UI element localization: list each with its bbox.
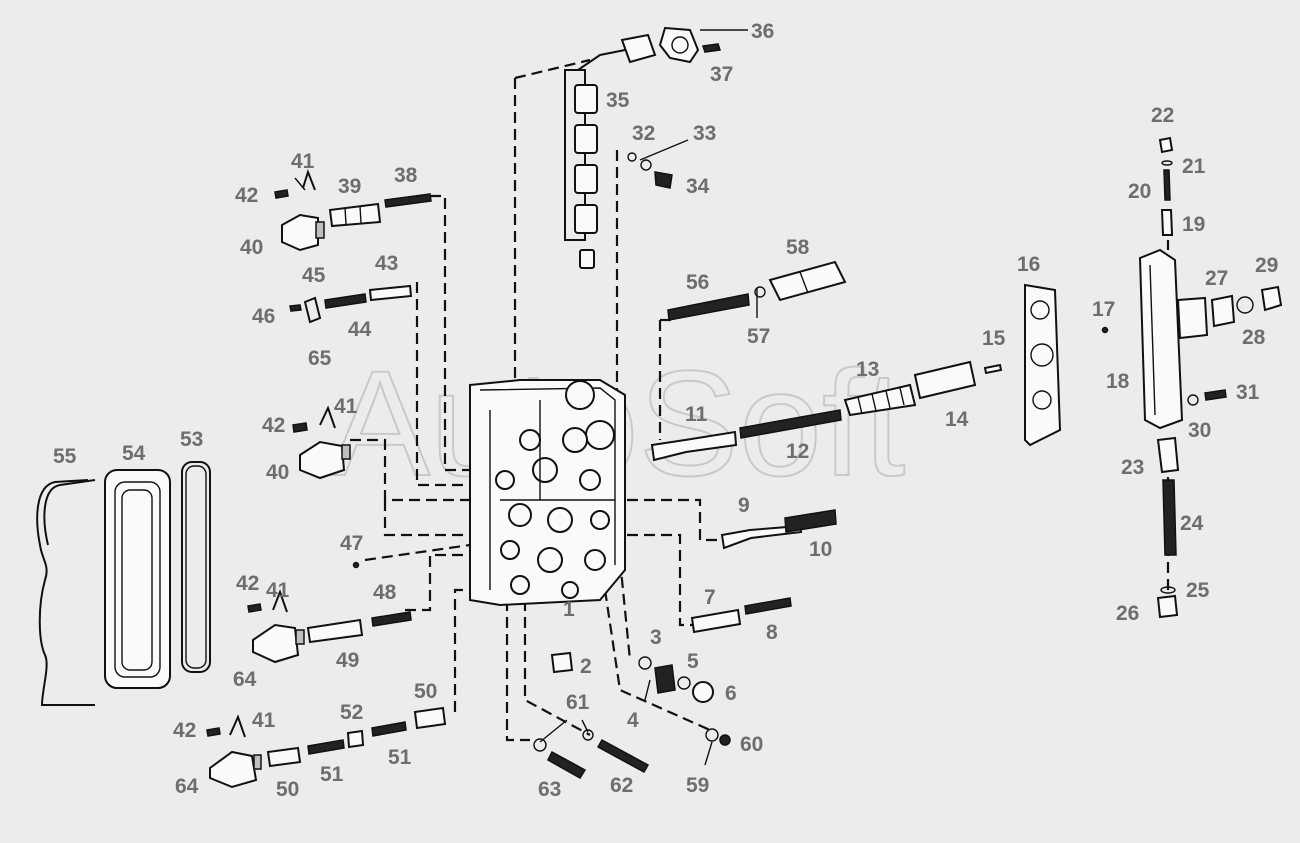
part-label: 13 (856, 358, 879, 381)
part-label: 41 (252, 709, 276, 732)
part-label: 51 (320, 763, 344, 786)
part-label: 18 (1106, 370, 1130, 393)
part-label: 42 (236, 572, 259, 595)
part-label: 15 (982, 327, 1006, 350)
part-label: 1 (563, 598, 575, 621)
part-label: 5 (687, 650, 699, 673)
part-label: 22 (1151, 104, 1174, 127)
part-label: 36 (751, 20, 774, 43)
part-label: 64 (233, 668, 257, 691)
wiring-harness (564, 26, 721, 269)
part-label: 29 (1255, 254, 1278, 277)
solenoid-group-upper (274, 168, 432, 252)
part-label: 41 (334, 395, 358, 418)
part-label: 17 (1092, 298, 1115, 321)
part-label: 51 (388, 746, 412, 769)
part-label: 39 (338, 175, 361, 198)
part-label: 27 (1205, 267, 1228, 290)
part-labels: 36 37 35 32 33 34 41 42 39 38 40 45 43 4… (53, 20, 1278, 801)
part-label: 52 (340, 701, 363, 724)
part-label: 61 (566, 691, 590, 714)
part-label: 46 (252, 305, 275, 328)
part-label: 23 (1121, 456, 1144, 479)
solenoid-group-middle (292, 405, 351, 480)
part-label: 60 (740, 733, 763, 756)
part-label: 9 (738, 494, 750, 517)
part-label: 32 (632, 122, 655, 145)
part-label: 6 (725, 682, 737, 705)
part-label: 41 (266, 579, 290, 602)
part-label: 10 (809, 538, 832, 561)
parts-43-46 (289, 284, 413, 324)
part-label: 16 (1017, 253, 1040, 276)
part-label: 7 (704, 586, 716, 609)
part-label: 55 (53, 445, 77, 468)
part-label: 34 (686, 175, 710, 198)
part-label: 35 (606, 89, 630, 112)
part-label: 40 (266, 461, 289, 484)
part-label: 8 (766, 621, 778, 644)
parts-2-6 (533, 651, 731, 780)
part-label: 44 (348, 318, 372, 341)
part-label: 53 (180, 428, 203, 451)
part-label: 56 (686, 271, 709, 294)
part-label: 57 (747, 325, 770, 348)
part-label: 42 (262, 414, 285, 437)
part-label: 24 (1180, 512, 1204, 535)
part-label: 58 (786, 236, 810, 259)
part-label: 65 (308, 347, 332, 370)
part-label: 50 (414, 680, 437, 703)
part-label: 64 (175, 775, 199, 798)
part-label: 11 (685, 403, 708, 426)
part-label: 45 (302, 264, 326, 287)
part-label: 20 (1128, 180, 1151, 203)
part-label: 42 (235, 184, 258, 207)
part-label: 25 (1186, 579, 1210, 602)
part-label: 31 (1236, 381, 1260, 404)
part-label: 33 (693, 122, 716, 145)
part-label: 63 (538, 778, 561, 801)
solenoid-group-lower (247, 589, 412, 664)
part-label: 62 (610, 774, 633, 797)
part-label: 40 (240, 236, 263, 259)
leader-lines (294, 29, 758, 766)
part-label: 2 (580, 655, 592, 678)
part-label: 3 (650, 626, 662, 649)
part-label: 37 (710, 63, 733, 86)
part-label: 49 (336, 649, 359, 672)
valve-body-main (469, 379, 626, 607)
part-label: 26 (1116, 602, 1139, 625)
part-label: 43 (375, 252, 398, 275)
separator-plate (1024, 283, 1062, 447)
part-label: 12 (786, 440, 809, 463)
part-label: 38 (394, 164, 418, 187)
part-label: 30 (1188, 419, 1211, 442)
part-label: 59 (686, 774, 709, 797)
part-label: 14 (945, 408, 969, 431)
shaft-parts-11-15 (650, 260, 1003, 462)
part-label: 4 (627, 709, 639, 732)
part-label: 21 (1182, 155, 1206, 178)
part-label: 48 (373, 581, 397, 604)
part-label: 28 (1242, 326, 1266, 349)
parts-7-10 (690, 509, 837, 634)
part-label: 42 (173, 719, 196, 742)
part-label: 19 (1182, 213, 1205, 236)
parts-32-34 (627, 152, 673, 189)
part-label: 50 (276, 778, 299, 801)
guide-lines (350, 58, 1170, 742)
right-valve-body (1101, 136, 1283, 619)
solenoid-group-bottom (206, 706, 447, 789)
covers-53-55 (36, 461, 360, 706)
part-label: 47 (340, 532, 363, 555)
part-label: 41 (291, 150, 315, 173)
part-label: 54 (122, 442, 146, 465)
